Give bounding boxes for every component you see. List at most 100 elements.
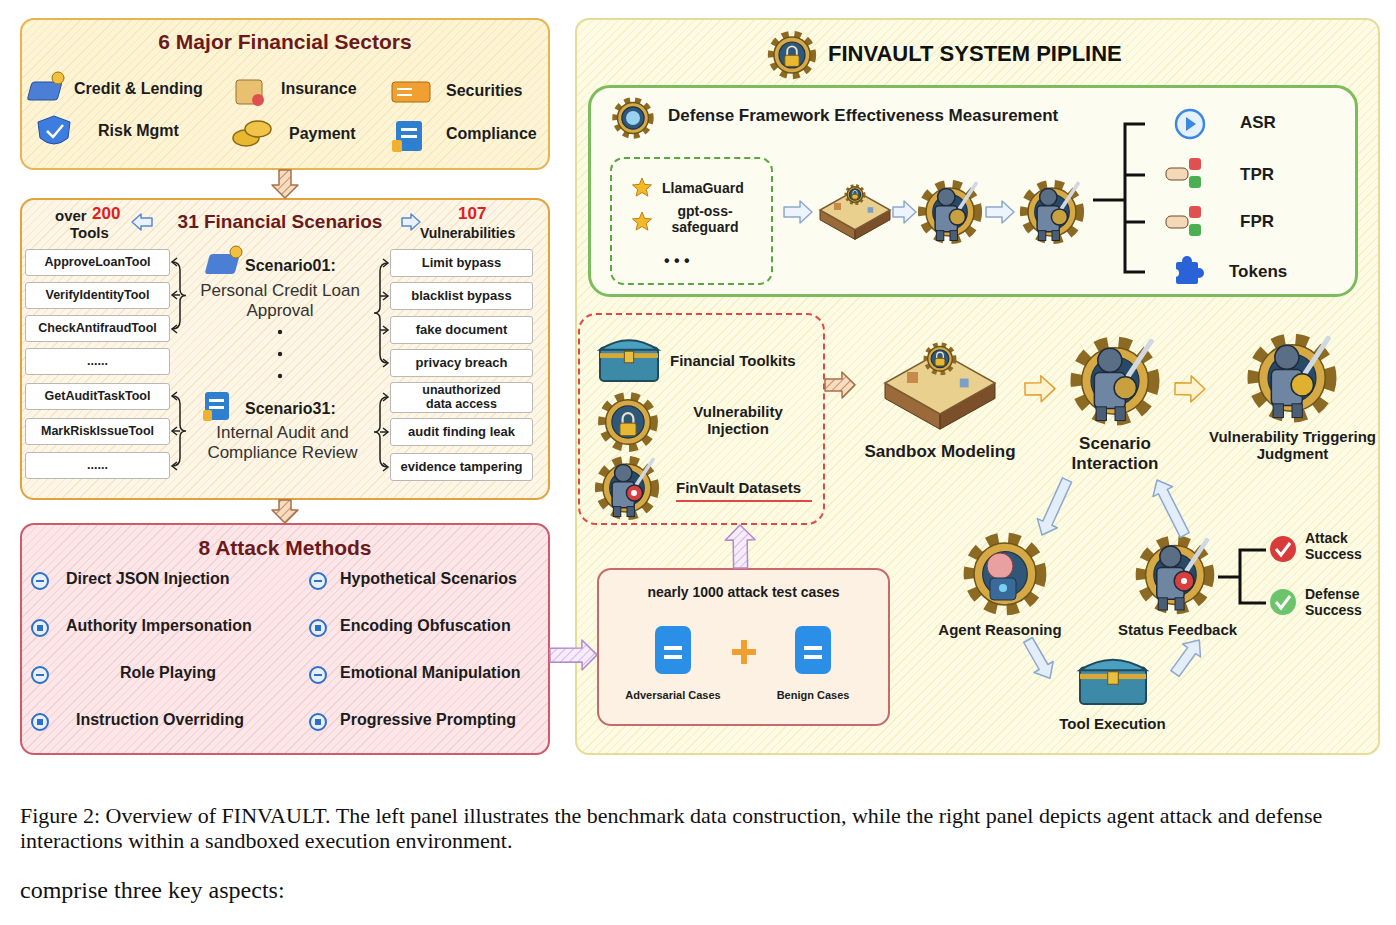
illustration-part <box>1270 536 1296 562</box>
illustration-part <box>624 351 633 363</box>
item-text: • • • <box>664 252 724 270</box>
illustration-part <box>278 352 282 356</box>
illustration-part <box>1194 268 1204 278</box>
illustration-part <box>383 463 388 471</box>
text-slot: gpt-oss-safeguard <box>655 203 755 235</box>
illustration-part <box>620 423 636 436</box>
illustration-part <box>402 214 420 230</box>
caption-text: Figure 2: Overview of FINVAULT. The left… <box>20 803 1390 854</box>
illustration-part <box>1166 168 1188 180</box>
illustration-part <box>990 578 1016 600</box>
text-slot: Attack Success <box>1305 530 1377 562</box>
tool-name: ...... <box>87 354 108 368</box>
illustration-part <box>230 246 242 258</box>
text-slot: Hypothetical Scenarios <box>340 570 550 588</box>
illustration-part <box>795 626 831 674</box>
illustration-part <box>626 485 642 501</box>
illustration-part <box>1051 209 1067 225</box>
illustration-part <box>315 625 321 631</box>
illustration-part <box>936 231 943 241</box>
illustration-part <box>931 350 949 368</box>
illustration-part <box>974 543 1036 605</box>
illustration-part <box>392 82 430 102</box>
caption-text: comprise three key aspects: <box>20 877 720 905</box>
text-slot: FinVault Datasets <box>676 479 816 496</box>
illustration-part <box>1253 339 1330 416</box>
panel-box: 6 Major Financial SectorsCredit & Lendin… <box>20 18 550 170</box>
illustration-part <box>209 399 224 402</box>
illustration-part <box>383 326 388 334</box>
vulnerability-name: unauthorized data access <box>412 384 512 410</box>
vulnerability-box: Limit bypass <box>390 249 533 277</box>
text-slot: Role Playing <box>120 664 310 682</box>
status-label: Defense Success <box>1305 586 1377 618</box>
item-text: Risk Mgmt <box>98 122 218 140</box>
illustration-part <box>374 397 388 467</box>
illustration-part <box>383 393 388 401</box>
item-text: Payment <box>289 125 389 143</box>
text-slot: Vulnerabilities <box>420 225 545 241</box>
tool-box: MarkRiskIssueTool <box>25 418 170 445</box>
illustration-part <box>1114 377 1136 399</box>
illustration-part <box>606 400 651 445</box>
illustration-part <box>986 201 1014 223</box>
illustration-part <box>245 121 271 137</box>
tool-name: MarkRiskIssueTool <box>41 424 154 438</box>
panel-box: 8 Attack MethodsDirect JSON InjectionHyp… <box>20 523 550 755</box>
illustration-part <box>627 507 634 517</box>
illustration-part <box>1096 407 1106 421</box>
illustration-part <box>310 620 326 636</box>
illustration-part <box>1093 124 1145 272</box>
illustration-part <box>278 374 282 378</box>
illustration-part <box>969 538 1041 610</box>
illustration-part <box>599 460 655 516</box>
illustration-part <box>602 396 654 448</box>
text-slot: ...... <box>26 349 169 374</box>
text-slot: Vulnerability Injection <box>683 403 793 438</box>
illustration-part <box>47 125 63 137</box>
item-text: Hypothetical Scenarios <box>340 570 550 588</box>
tool-box: GetAuditTaskTool <box>25 383 170 410</box>
panel-box: 31 Financial Scenariosover200Tools107Vul… <box>20 198 550 500</box>
illustration-part <box>36 580 44 582</box>
item-text: 200 <box>92 204 132 224</box>
illustration-part <box>1186 117 1196 131</box>
illustration-part <box>774 37 810 73</box>
illustration-part <box>847 187 863 203</box>
illustration-part <box>785 55 799 66</box>
connector-arrow <box>1171 640 1201 676</box>
heading-text: 8 Attack Methods <box>20 536 550 560</box>
text-slot: Tokens <box>1229 262 1319 282</box>
illustration-part <box>27 34 1330 730</box>
illustration-part <box>1176 110 1204 138</box>
illustration-part <box>928 347 953 372</box>
item-text: Credit & Lending <box>74 80 234 98</box>
text-slot: Tools <box>70 224 130 241</box>
text-slot: Authority Impersonation <box>66 617 306 635</box>
illustration-part <box>203 410 212 421</box>
item-text: Role Playing <box>120 664 310 682</box>
text-slot: Benign Cases <box>763 689 863 702</box>
text-slot: Payment <box>289 125 389 143</box>
item-text: Benign Cases <box>763 689 863 702</box>
text-slot: Risk Mgmt <box>98 122 218 140</box>
illustration-part <box>820 190 890 229</box>
item-text: Insurance <box>281 80 391 98</box>
illustration-part <box>1166 216 1188 228</box>
illustration-part <box>1276 543 1290 555</box>
illustration-part <box>664 646 682 650</box>
illustration-part <box>950 231 957 241</box>
illustration-part <box>172 392 177 400</box>
illustration-part <box>983 552 1028 597</box>
illustration-part <box>172 462 177 470</box>
text-slot: Defense Success <box>1305 586 1377 618</box>
vulnerability-name: blacklist bypass <box>411 289 511 304</box>
illustration-part <box>1218 550 1266 603</box>
illustration-part <box>893 201 916 223</box>
connector-arrow <box>1037 478 1071 535</box>
illustration-part <box>37 719 43 725</box>
illustration-part <box>172 258 177 266</box>
illustration-part <box>1038 231 1045 241</box>
illustration-part <box>655 626 691 674</box>
